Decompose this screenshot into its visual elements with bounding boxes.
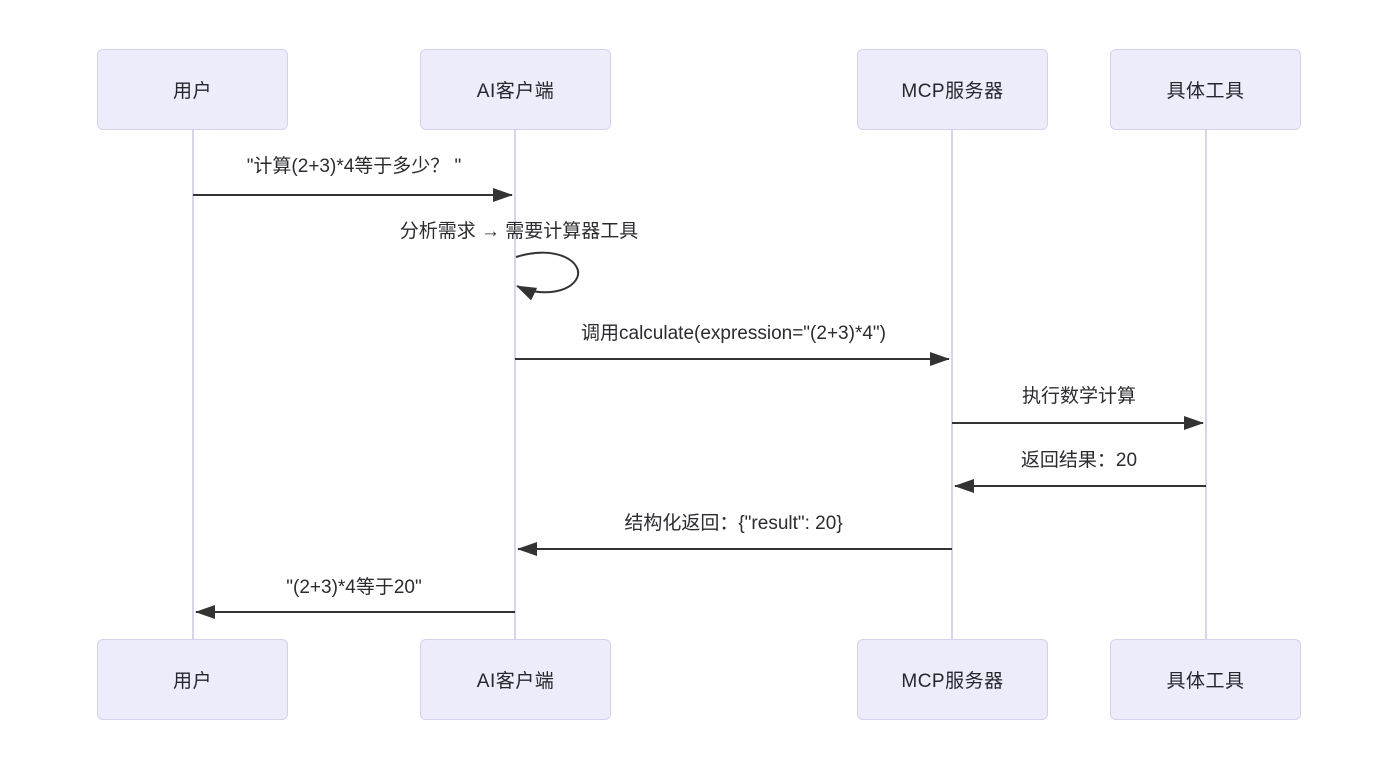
lifeline-tool — [1205, 130, 1207, 640]
actor-label-ai-client-top: AI客户端 — [476, 81, 555, 102]
actor-box-mcp-server-bottom: MCP服务器 — [857, 639, 1048, 720]
actor-box-ai-client-bottom: AI客户端 — [420, 639, 611, 720]
arrow-self-loop-ai — [515, 251, 580, 301]
message-label-user-question: "计算(2+3)*4等于多少？ " — [246, 156, 462, 177]
actor-label-ai-client-bottom: AI客户端 — [476, 671, 555, 692]
actor-label-mcp-server-top: MCP服务器 — [901, 81, 1004, 102]
message-label-call-calculate: 调用calculate(expression="(2+3)*4") — [581, 323, 886, 344]
actor-box-user-bottom: 用户 — [97, 639, 288, 720]
message-label-execute-math: 执行数学计算 — [1021, 386, 1136, 407]
actor-box-ai-client-top: AI客户端 — [420, 49, 611, 130]
message-label-structured-return: 结构化返回：{"result": 20} — [624, 513, 843, 534]
lifeline-ai-client — [514, 130, 516, 640]
actor-label-user-top: 用户 — [172, 81, 212, 102]
lifeline-user — [192, 130, 194, 640]
lifeline-mcp-server — [951, 130, 953, 640]
actor-box-user-top: 用户 — [97, 49, 288, 130]
message-label-return-result: 返回结果：20 — [1020, 450, 1138, 471]
actor-box-tool-top: 具体工具 — [1110, 49, 1301, 130]
message-label-final-answer: "(2+3)*4等于20" — [286, 577, 422, 598]
actor-box-mcp-server-top: MCP服务器 — [857, 49, 1048, 130]
actor-label-tool-bottom: 具体工具 — [1166, 671, 1245, 692]
actor-label-mcp-server-bottom: MCP服务器 — [901, 671, 1004, 692]
actor-label-user-bottom: 用户 — [172, 671, 212, 692]
actor-box-tool-bottom: 具体工具 — [1110, 639, 1301, 720]
message-label-self-analysis: 分析需求 → 需要计算器工具 — [399, 221, 639, 242]
actor-label-tool-top: 具体工具 — [1166, 81, 1245, 102]
